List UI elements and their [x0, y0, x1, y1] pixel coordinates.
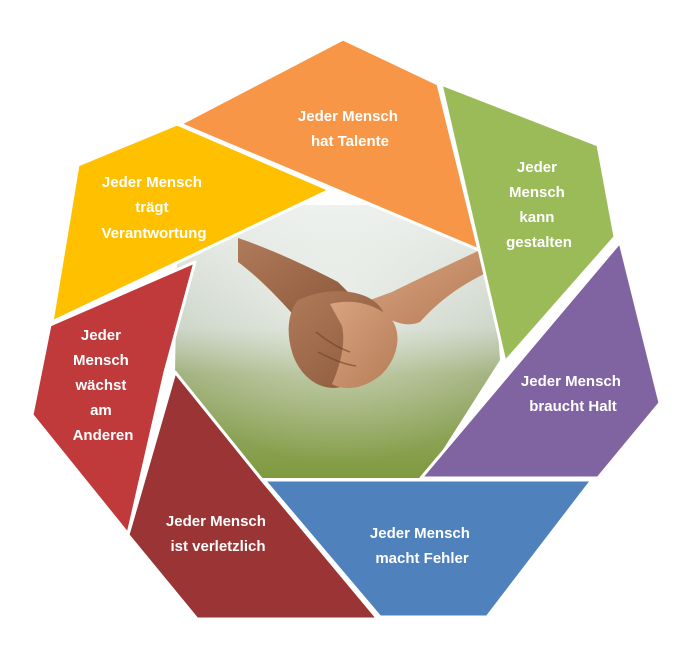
segment-fehler [262, 478, 594, 619]
segment-halt [419, 240, 662, 480]
label-verantwortung: Jeder Mensch trägt Verantwortung [101, 174, 206, 242]
label-anderen: Jeder Mensch wächst am Anderen [73, 327, 134, 444]
label-talente: Jeder Mensch hat Talente [298, 108, 402, 150]
label-fehler: Jeder Mensch macht Fehler [370, 525, 474, 567]
segment-verletzlich [126, 370, 380, 621]
segment-gestalten [439, 82, 617, 364]
hands-holding-photo [175, 205, 500, 478]
label-gestalten: Jeder Mensch kann gestalten [506, 159, 572, 251]
segment-anderen [30, 260, 197, 536]
label-verletzlich: Jeder Mensch ist verletzlich [166, 513, 270, 555]
segment-verantwortung [50, 122, 332, 324]
label-halt: Jeder Mensch braucht Halt [521, 373, 625, 415]
